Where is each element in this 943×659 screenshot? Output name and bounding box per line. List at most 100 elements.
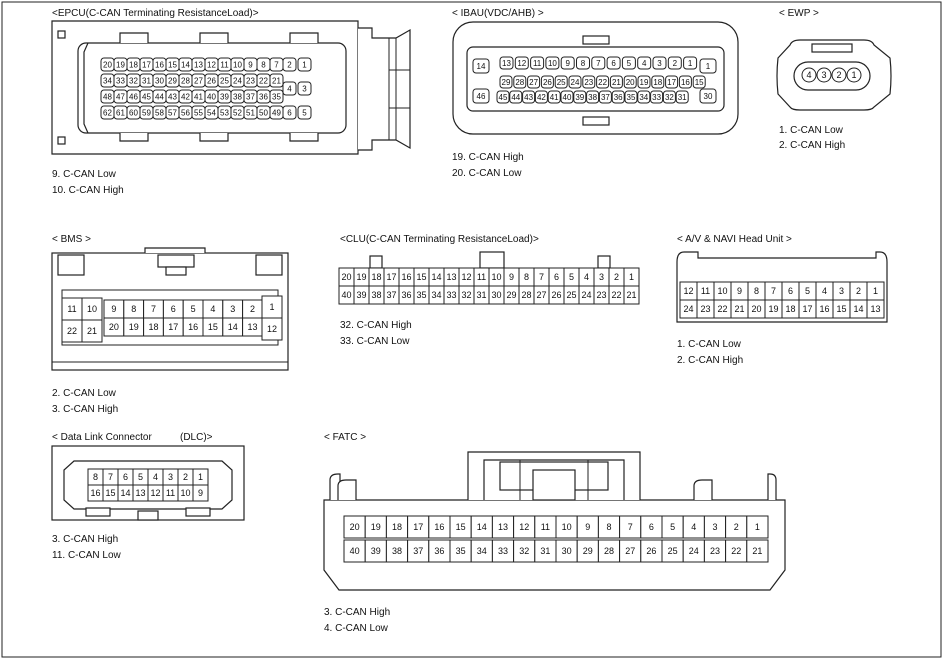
pin-number: 9 (111, 304, 116, 314)
pin-number: 2 (183, 472, 188, 482)
pin-number: 5 (569, 272, 574, 282)
pin-number: 40 (207, 93, 216, 102)
pin-number: 38 (371, 290, 381, 300)
pin-number: 16 (155, 61, 164, 70)
av-pin-15: 15 (832, 299, 851, 319)
bms-pin-2: 2 (242, 299, 263, 319)
pin-number: 25 (220, 77, 229, 86)
pin-number: 4 (210, 304, 215, 314)
av-title: < A/V & NAVI Head Unit > (677, 234, 792, 245)
fatc-note-2: 4. C-CAN Low (324, 623, 389, 634)
fatc-pin-7: 7 (619, 515, 642, 539)
pin-number: 3 (302, 85, 307, 94)
pin-number: 38 (233, 93, 242, 102)
pin-number: 30 (704, 92, 713, 101)
dlc-pin-8: 8 (87, 468, 104, 486)
pin-number: 7 (151, 304, 156, 314)
ibau-pin-43: 43 (522, 90, 536, 104)
pin-number: 31 (476, 290, 486, 300)
pin-number: 36 (401, 290, 411, 300)
pin-number: 1 (851, 70, 856, 80)
pin-number: 33 (446, 290, 456, 300)
clu-pin-10: 10 (488, 267, 505, 287)
pin-number: 12 (207, 61, 216, 70)
ibau-pin-3: 3 (652, 56, 667, 70)
pin-number: 28 (604, 546, 614, 556)
pin-number: 17 (168, 322, 178, 332)
bms-pin-12: 12 (261, 317, 283, 341)
clu-connector: <CLU(C-CAN Terminating ResistanceLoad)> … (338, 234, 640, 347)
fatc-pin-19: 19 (364, 515, 387, 539)
ibau-pin-10: 10 (545, 56, 560, 70)
pin-number: 22 (731, 546, 741, 556)
pin-number: 21 (87, 326, 97, 336)
fatc-pin-39: 39 (364, 539, 387, 563)
pin-number: 32 (461, 290, 471, 300)
ibau-pin-15: 15 (692, 75, 706, 89)
av-pin-4: 4 (815, 281, 834, 301)
pin-number: 28 (515, 78, 524, 87)
pin-number: 3 (599, 272, 604, 282)
av-pin-23: 23 (696, 299, 715, 319)
epcu-pin-39: 39 (217, 89, 232, 104)
pin-number: 6 (287, 109, 292, 118)
av-pin-5: 5 (798, 281, 817, 301)
clu-pin-25: 25 (563, 285, 580, 305)
ibau-pin-34: 34 (637, 90, 651, 104)
ibau-pin-18: 18 (651, 75, 665, 89)
pin-number: 21 (612, 78, 621, 87)
pin-number: 15 (416, 272, 426, 282)
clu-pin-4: 4 (578, 267, 595, 287)
pin-number: 20 (626, 78, 635, 87)
pin-number: 12 (683, 286, 693, 296)
pin-number: 34 (431, 290, 441, 300)
pin-number: 44 (511, 93, 520, 102)
pin-number: 18 (371, 272, 381, 282)
pin-number: 4 (584, 272, 589, 282)
pin-number: 18 (129, 61, 138, 70)
pin-number: 8 (131, 304, 136, 314)
pin-number: 37 (601, 93, 610, 102)
dlc-pin-12: 12 (147, 484, 164, 502)
ibau-pin-31: 31 (675, 90, 689, 104)
pin-number: 24 (689, 546, 699, 556)
bms-pin-7: 7 (143, 299, 164, 319)
dlc-pin-7: 7 (102, 468, 119, 486)
dlc-pin-4: 4 (147, 468, 164, 486)
bms-pin-4: 4 (202, 299, 224, 319)
pin-number: 37 (386, 290, 396, 300)
fatc-pin-13: 13 (491, 515, 515, 539)
pin-number: 1 (706, 62, 711, 71)
epcu-pin-56: 56 (178, 105, 193, 120)
pin-number: 1 (755, 522, 760, 532)
pin-number: 12 (519, 522, 529, 532)
pin-number: 26 (543, 78, 552, 87)
dlc-pin-5: 5 (132, 468, 149, 486)
av-pin-7: 7 (764, 281, 783, 301)
pin-number: 35 (456, 546, 466, 556)
ibau-pin-6: 6 (606, 56, 621, 70)
pin-number: 10 (180, 488, 190, 498)
pin-number: 17 (413, 522, 423, 532)
fatc-note-1: 3. C-CAN High (324, 607, 390, 618)
pin-number: 49 (272, 109, 281, 118)
epcu-note-1: 9. C-CAN Low (52, 169, 117, 180)
pin-number: 8 (524, 272, 529, 282)
bms-pin-8: 8 (123, 299, 145, 319)
pin-number: 56 (181, 109, 190, 118)
pin-number: 52 (233, 109, 242, 118)
pin-number: 23 (700, 304, 710, 314)
epcu-pin-35: 35 (269, 89, 284, 104)
pin-number: 23 (246, 77, 255, 86)
pin-number: 37 (246, 93, 255, 102)
epcu-pin-50: 50 (256, 105, 271, 120)
epcu-pin-36: 36 (256, 89, 271, 104)
pin-number: 11 (541, 522, 550, 532)
pin-number: 32 (519, 546, 529, 556)
ibau-pin-23: 23 (582, 75, 596, 89)
fatc-pin-6: 6 (640, 515, 663, 539)
clu-pin-2: 2 (608, 267, 625, 287)
clu-note-2: 33. C-CAN Low (340, 336, 410, 347)
av-note-1: 1. C-CAN Low (677, 339, 742, 350)
